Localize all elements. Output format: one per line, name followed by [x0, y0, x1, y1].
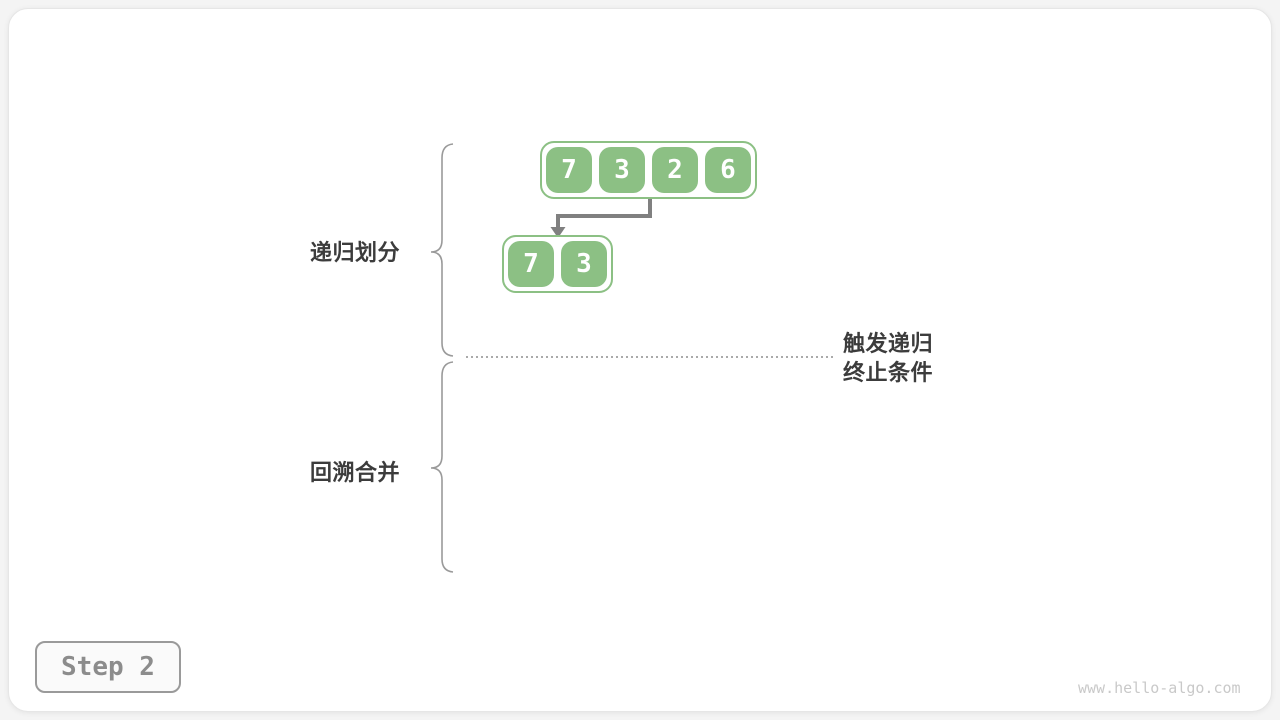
backtrack-merge-label: 回溯合并	[309, 460, 400, 485]
array-cell: 7	[546, 147, 592, 193]
array-cell: 3	[561, 241, 607, 287]
divide-arrow-icon	[556, 199, 652, 228]
termination-note-line2: 终止条件	[843, 360, 934, 385]
termination-note-line1: 触发递归	[843, 331, 934, 356]
array-cell: 3	[599, 147, 645, 193]
termination-note: 触发递归 终止条件	[843, 329, 933, 387]
recursive-divide-label: 递归划分	[309, 240, 400, 265]
canvas-card	[8, 8, 1272, 712]
array-cell: 7	[508, 241, 554, 287]
brace-divide-icon	[430, 143, 454, 357]
array-cell: 6	[705, 147, 751, 193]
array-cell: 2	[652, 147, 698, 193]
brace-merge-icon	[430, 361, 454, 573]
watermark: www.hello-algo.com	[1078, 679, 1241, 697]
step-badge: Step 2	[35, 641, 181, 693]
